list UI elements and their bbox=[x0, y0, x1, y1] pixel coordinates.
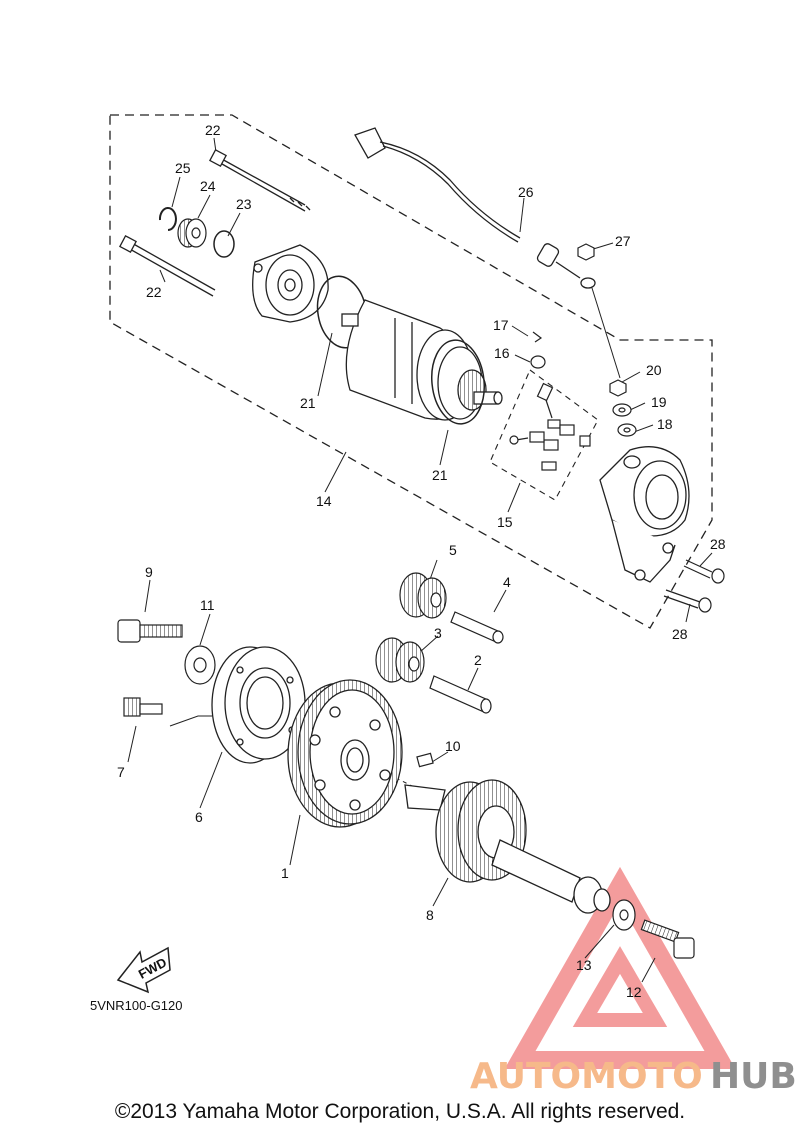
diagram-code: 5VNR100-G120 bbox=[90, 998, 183, 1013]
idler-gear-5 bbox=[399, 572, 447, 619]
callout-7: 7 bbox=[117, 764, 125, 780]
callout-22-lower: 22 bbox=[146, 284, 162, 300]
callout-27: 27 bbox=[615, 233, 631, 249]
armature-shaft bbox=[457, 369, 503, 411]
woodruff-key-10 bbox=[416, 752, 434, 768]
callout-28-upper: 28 bbox=[710, 536, 726, 552]
bolt-28-lower bbox=[663, 589, 712, 613]
callout-4: 4 bbox=[503, 574, 511, 590]
circlip-25 bbox=[158, 207, 177, 231]
starter-cable-26 bbox=[354, 127, 596, 289]
callout-14: 14 bbox=[316, 493, 332, 509]
callout-1: 1 bbox=[281, 865, 289, 881]
bolt-22-lower bbox=[119, 235, 216, 297]
brush-holder-group-outline bbox=[489, 369, 599, 501]
callout-20: 20 bbox=[646, 362, 662, 378]
watermark-automoto: AUTOMOTO bbox=[470, 1056, 703, 1097]
o-ring-21-right bbox=[431, 339, 485, 425]
callout-16: 16 bbox=[494, 345, 510, 361]
watermark-hub: HUB bbox=[710, 1056, 797, 1097]
callout-3: 3 bbox=[434, 625, 442, 641]
washer-19 bbox=[612, 403, 632, 417]
leader-lines bbox=[127, 137, 713, 983]
starter-motor-group-outline bbox=[109, 114, 713, 629]
idler-gear-3 bbox=[375, 637, 425, 683]
washer-11 bbox=[184, 645, 216, 685]
callout-25: 25 bbox=[175, 160, 191, 176]
washer-13 bbox=[612, 899, 636, 931]
callout-15: 15 bbox=[497, 514, 513, 530]
callout-labels: 1 2 3 4 5 6 7 8 9 10 11 12 13 14 15 16 1… bbox=[117, 122, 726, 1000]
callout-8: 8 bbox=[426, 907, 434, 923]
callout-21-left: 21 bbox=[300, 395, 316, 411]
bolt-12 bbox=[640, 919, 695, 959]
callout-2: 2 bbox=[474, 652, 482, 668]
callout-13: 13 bbox=[576, 957, 592, 973]
starter-driven-gear-1 bbox=[287, 679, 403, 828]
nut-27 bbox=[577, 243, 595, 261]
callout-24: 24 bbox=[200, 178, 216, 194]
callout-26: 26 bbox=[518, 184, 534, 200]
callout-11: 11 bbox=[200, 597, 215, 613]
callout-19: 19 bbox=[651, 394, 667, 410]
callout-22-upper: 22 bbox=[205, 122, 221, 138]
callout-23: 23 bbox=[236, 196, 252, 212]
o-ring-23 bbox=[213, 230, 235, 258]
brush-holder-parts bbox=[509, 331, 591, 471]
idler-shaft-2 bbox=[429, 675, 492, 714]
pinion-gear-24 bbox=[177, 218, 207, 248]
nut-20 bbox=[609, 379, 627, 397]
callout-17: 17 bbox=[493, 317, 509, 333]
washer-18 bbox=[617, 423, 637, 437]
watermark-text: AUTOMOTO HUB bbox=[470, 1056, 797, 1097]
bolt-22-upper bbox=[209, 149, 311, 212]
starter-rear-cover bbox=[599, 446, 690, 583]
shaft-gear-8 bbox=[404, 779, 611, 914]
callout-21-right: 21 bbox=[432, 467, 448, 483]
callout-9: 9 bbox=[145, 564, 153, 580]
callout-28-lower: 28 bbox=[672, 626, 688, 642]
callout-6: 6 bbox=[195, 809, 203, 825]
callout-12: 12 bbox=[626, 984, 642, 1000]
watermark-logo bbox=[504, 866, 736, 1069]
copyright-notice: ©2013 Yamaha Motor Corporation, U.S.A. A… bbox=[114, 1100, 686, 1123]
callout-5: 5 bbox=[449, 542, 457, 558]
starter-front-cover bbox=[252, 244, 329, 323]
starter-clutch-6 bbox=[211, 646, 306, 764]
callout-10: 10 bbox=[445, 738, 461, 754]
callout-18: 18 bbox=[657, 416, 673, 432]
idler-shaft-4 bbox=[450, 611, 504, 644]
forward-direction-arrow: FWD bbox=[116, 946, 171, 994]
bolt-28-upper bbox=[683, 559, 725, 584]
bolt-7 bbox=[123, 697, 163, 717]
bolt-9 bbox=[117, 619, 183, 643]
